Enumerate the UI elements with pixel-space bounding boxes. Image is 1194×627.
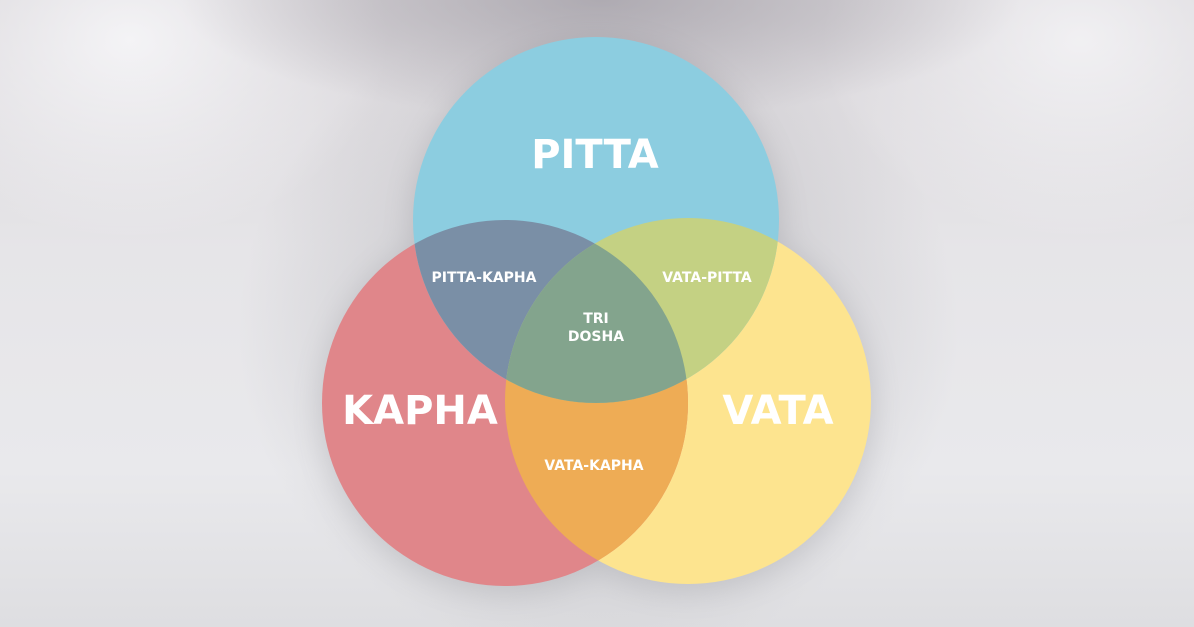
pitta-kapha-label: PITTA-KAPHA	[432, 270, 537, 286]
pitta-label: PITTA	[531, 132, 659, 178]
tri-dosha-region	[505, 220, 688, 403]
vata-label: VATA	[722, 388, 833, 434]
tri-dosha-label-line2: DOSHA	[568, 329, 624, 345]
kapha-label: KAPHA	[342, 388, 498, 434]
vata-pitta-label: VATA-PITTA	[662, 270, 752, 286]
tri-dosha-label-line1: TRI	[583, 311, 609, 327]
vata-kapha-label: VATA-KAPHA	[544, 458, 643, 474]
